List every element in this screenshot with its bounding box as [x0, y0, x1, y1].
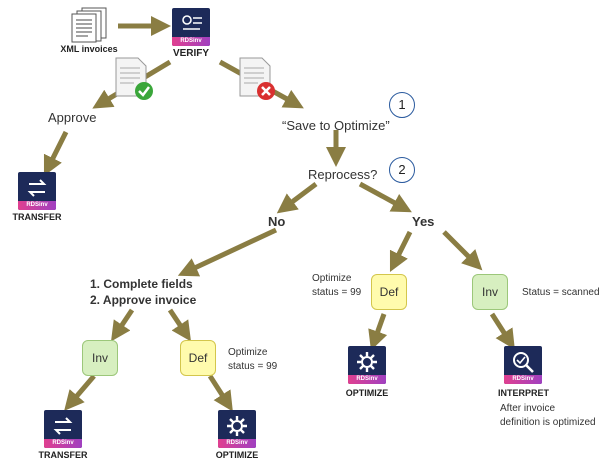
left-def-note: Optimize status = 99 [228, 347, 278, 372]
app-band-label: RDSinv [218, 439, 256, 448]
save-to-optimize-label: “Save to Optimize” [282, 118, 390, 133]
right-inv-note: Status = scanned [522, 287, 600, 298]
transfer-app-icon[interactable]: RDSinv [18, 172, 56, 210]
right-optimize-label: OPTIMIZE [345, 388, 389, 398]
arrow-left-def-to-optimize [207, 374, 233, 412]
left-inv-box: Inv [82, 340, 118, 376]
arrow-yes-to-def [389, 230, 413, 273]
step-complete-fields: 1. Complete fields [90, 277, 193, 291]
document-stack-icon [68, 6, 112, 44]
approve-label: Approve [48, 110, 97, 125]
transfer-label: TRANSFER [12, 212, 62, 222]
no-label: No [268, 214, 286, 229]
step-1-marker: 1 [389, 92, 415, 118]
arrow-no-to-steps [177, 227, 278, 277]
interpret-app-icon[interactable]: RDSinv [504, 346, 542, 384]
app-band-label: RDSinv [348, 375, 386, 384]
interpret-label: INTERPRET [498, 388, 550, 398]
arrow-steps-to-def [167, 308, 191, 342]
verify-label: VERIFY [172, 48, 210, 59]
xml-invoices-label: XML invoices [60, 44, 118, 54]
optimize-app-icon[interactable]: RDSinv [218, 410, 256, 448]
rejected-document-icon [236, 56, 280, 102]
arrow-left-inv-to-transfer [64, 374, 96, 411]
reprocess-label: Reprocess? [308, 167, 378, 182]
app-band-label: RDSinv [44, 439, 82, 448]
app-band-label: RDSinv [172, 37, 210, 46]
arrow-reprocess-to-yes [358, 181, 412, 213]
arrow-right-inv-to-interpret [489, 312, 515, 350]
after-optimized-note: After invoice definition is optimized [500, 403, 596, 428]
arrow-reprocess-to-no [276, 182, 318, 214]
app-band-label: RDSinv [18, 201, 56, 210]
right-def-box: Def [371, 274, 407, 310]
app-band-label: RDSinv [504, 375, 542, 384]
optimize-app-icon[interactable]: RDSinv [348, 346, 386, 384]
arrow-steps-to-inv [111, 308, 135, 342]
left-def-box: Def [180, 340, 216, 376]
verify-app-icon[interactable]: RDSinv [172, 8, 210, 46]
left-transfer-label: TRANSFER [38, 450, 88, 460]
arrow-approve-to-transfer [43, 130, 69, 177]
steps-list: 1. Complete fields 2. Approve invoice [90, 276, 196, 308]
transfer-app-icon[interactable]: RDSinv [44, 410, 82, 448]
right-def-note: Optimize status = 99 [312, 273, 362, 298]
arrow-yes-to-inv [442, 230, 483, 271]
right-inv-box: Inv [472, 274, 508, 310]
left-optimize-label: OPTIMIZE [215, 450, 259, 460]
arrow-right-def-to-optimize [368, 313, 388, 351]
approved-document-icon [112, 56, 156, 102]
yes-label: Yes [412, 214, 435, 229]
step-2-marker: 2 [389, 157, 415, 183]
step-approve-invoice: 2. Approve invoice [90, 293, 197, 307]
